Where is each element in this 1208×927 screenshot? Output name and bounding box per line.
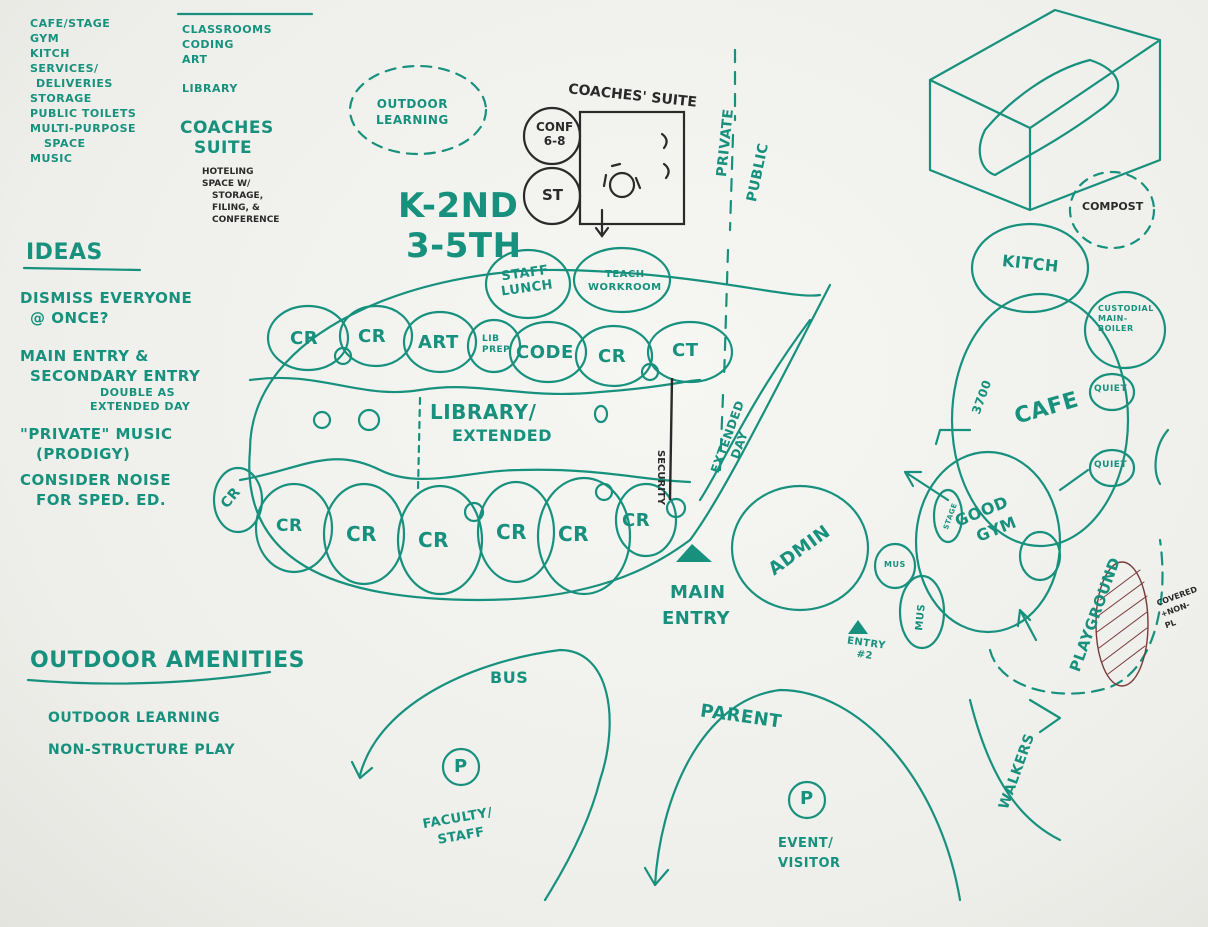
classroom-label: CR (358, 326, 387, 347)
staff-lunch-bubble (484, 248, 572, 320)
classroom-label: CR (290, 328, 319, 349)
cr-left (212, 466, 264, 534)
walkers-route (968, 698, 1062, 842)
coaches-notes: HOTELING SPACE W/ STORAGE, FILING, & CON… (202, 167, 280, 225)
building-massing-sketch (928, 8, 1162, 212)
outdoor-learning-label: OUTDOOR LEARNING (376, 97, 449, 127)
quiet-label: QUIET (1094, 460, 1128, 470)
cr-3 (574, 324, 654, 388)
music-label: MUS (884, 560, 906, 569)
custodial-bubble (1083, 290, 1167, 370)
bus-label: BUS (490, 668, 529, 687)
cr-b5 (536, 476, 632, 596)
list-item: KITCH (30, 47, 70, 60)
teach-workroom-label: TEACH WORKROOM (588, 269, 662, 293)
classroom-label: CR (276, 516, 303, 536)
list-item: CAFE/STAGE (30, 17, 111, 30)
lib-prep-label: LIB PREP (482, 334, 511, 355)
list-item: CLASSROOMS (182, 23, 272, 36)
custodial-label: CUSTODIAL MAIN- BOILER (1098, 304, 1154, 333)
quiet-label: QUIET (1094, 384, 1128, 394)
parent-route (653, 688, 962, 902)
lib-prep (466, 318, 522, 374)
playground-boundary (988, 538, 1164, 695)
art-room (402, 310, 478, 374)
cr-b1 (254, 482, 334, 574)
outdoor-learning-bubble (348, 64, 488, 156)
list-item: STORAGE (30, 92, 92, 105)
list-item: MULTI-PURPOSE (30, 122, 137, 135)
list-item: MUSIC (30, 152, 73, 165)
list-item: ART (182, 53, 208, 66)
cr-b3 (396, 484, 484, 596)
private-public-divider (718, 48, 737, 472)
outdoor-heading: OUTDOOR AMENITIES (30, 648, 305, 673)
ideas-underline (22, 266, 142, 272)
grades-label: K-2ND 3-5TH (398, 186, 522, 266)
code-label: CODE (516, 342, 574, 363)
program-list-mid: CLASSROOMS CODING ART LIBRARY (182, 22, 272, 96)
parking-label: P (800, 788, 814, 809)
security-label: SECURITY (655, 450, 666, 505)
visitor-parking-label: EVENT/ VISITOR (778, 836, 841, 871)
classroom-label: CR (418, 528, 450, 552)
classroom-label: CR (598, 346, 627, 367)
list-item: SERVICES/ (30, 62, 99, 75)
coaches-heading: COACHES SUITE (180, 118, 274, 158)
cr-2 (338, 304, 414, 368)
library-boundary (248, 376, 702, 395)
program-list-left: CAFE/STAGE GYM KITCH SERVICES/ DELIVERIE… (30, 16, 136, 166)
conf-label: CONF 6-8 (536, 120, 574, 148)
main-entry-label: MAIN ENTRY (662, 582, 731, 629)
art-label: ART (418, 332, 459, 353)
list-item: PUBLIC TOILETS (30, 107, 137, 120)
cr-b6 (614, 482, 678, 558)
coaches-suite-box (578, 110, 686, 226)
code-room (508, 320, 588, 384)
quiet-2 (1088, 448, 1136, 488)
list-item: SPACE (44, 137, 86, 150)
teach-work-bubble (572, 246, 672, 314)
list-item: LIBRARY (182, 82, 238, 95)
compost-label: COMPOST (1082, 200, 1144, 213)
library-boundary-low (238, 458, 692, 484)
gym-bubble (914, 450, 1062, 634)
building-outline-lower (248, 448, 692, 602)
classroom-label: CR (346, 522, 378, 546)
quiet-1 (1088, 372, 1136, 412)
classroom-label: CR (622, 510, 651, 531)
faculty-parking-icon (441, 747, 481, 787)
building-outline (248, 268, 822, 452)
cr-1 (266, 304, 350, 372)
visitor-parking-icon (787, 780, 827, 820)
list-item: GYM (30, 32, 60, 45)
st-label: ST (542, 186, 564, 204)
classroom-label: CR (496, 520, 528, 544)
compost-bubble (1068, 170, 1156, 250)
ideas-list: DISMISS EVERYONE @ ONCE? MAIN ENTRY & SE… (20, 289, 201, 509)
ideas-heading: IDEAS (26, 240, 103, 265)
ct-label: CT (672, 340, 699, 361)
cr-b4 (476, 480, 556, 584)
kitch-bubble (970, 222, 1090, 314)
classroom-label: CR (558, 522, 590, 546)
bus-route (358, 648, 611, 902)
parking-label: P (454, 756, 468, 777)
cr-b2 (322, 482, 406, 586)
admin-bubble (730, 484, 870, 612)
library-label: LIBRARY/ EXTENDED (430, 400, 552, 445)
outdoor-list: OUTDOOR LEARNING NON-STRUCTURE PLAY (48, 710, 236, 758)
list-item: CODING (182, 38, 234, 51)
cafe-bubble (950, 292, 1130, 548)
outdoor-underline (26, 670, 272, 685)
list-item: DELIVERIES (36, 77, 113, 90)
